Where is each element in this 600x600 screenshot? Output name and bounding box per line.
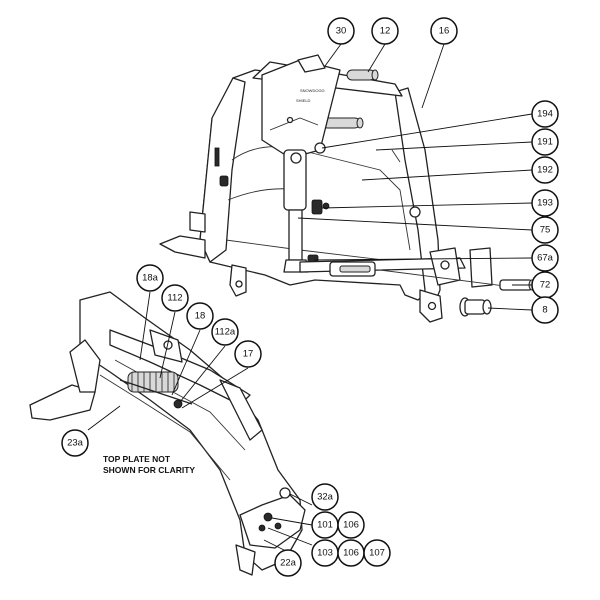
svg-text:30: 30 [336,26,347,37]
lift-cylinder [283,142,326,273]
callout-17: 17 [234,340,262,368]
callout-101: 101 [311,511,339,539]
svg-text:18a: 18a [142,273,159,284]
svg-text:75: 75 [540,225,551,236]
svg-text:32a: 32a [317,492,334,503]
logo-snowdogg: SNOWDOGG [300,88,325,93]
callout-75: 75 [531,216,559,244]
callout-194: 194 [531,100,559,128]
upper-pins [321,69,379,129]
callout-22a: 22a [274,549,302,577]
logo-shield: SHIELD [296,98,311,103]
svg-text:16: 16 [439,26,450,37]
callouts: 30 12 16 194 191 192 193 75 67a 72 8 18a… [61,17,559,577]
svg-text:101: 101 [317,520,333,531]
note-line-2: SHOWN FOR CLARITY [103,465,195,475]
callout-30: 30 [327,17,355,45]
callout-72: 72 [531,271,559,299]
clarity-note: TOP PLATE NOT SHOWN FOR CLARITY [103,454,195,475]
callout-192: 192 [531,156,559,184]
callout-23a: 23a [61,429,89,457]
note-line-1: TOP PLATE NOT [103,454,171,464]
plow-frame-assembly [29,291,306,576]
callout-193: 193 [531,189,559,217]
callout-16: 16 [430,17,458,45]
callout-112: 112 [161,284,189,312]
svg-text:193: 193 [537,198,553,209]
callout-112a: 112a [211,318,239,346]
pivot-bushing [409,206,421,218]
callout-106-lower: 106 [337,539,365,567]
callout-191: 191 [531,128,559,156]
svg-text:106: 106 [343,520,359,531]
callout-8: 8 [531,296,559,324]
callout-67a: 67a [531,244,559,272]
svg-text:194: 194 [537,109,553,120]
svg-text:107: 107 [369,548,385,559]
callout-18: 18 [186,302,214,330]
svg-text:22a: 22a [280,558,297,569]
callout-103: 103 [311,539,339,567]
svg-text:72: 72 [540,280,551,291]
callout-32a: 32a [311,483,339,511]
svg-text:8: 8 [542,305,547,316]
svg-text:103: 103 [317,548,333,559]
svg-text:192: 192 [537,165,553,176]
svg-text:18: 18 [195,311,206,322]
svg-text:112a: 112a [215,327,236,338]
callout-106-upper: 106 [337,511,365,539]
callout-107: 107 [363,539,391,567]
bushing [459,297,492,317]
svg-text:67a: 67a [537,253,554,264]
svg-text:191: 191 [537,137,553,148]
svg-text:106: 106 [343,548,359,559]
callout-12: 12 [371,17,399,45]
trip-spring [127,371,179,393]
svg-text:12: 12 [380,26,391,37]
svg-text:112: 112 [167,293,182,304]
callout-18a: 18a [136,264,164,292]
svg-text:23a: 23a [67,438,84,449]
svg-text:17: 17 [243,349,254,360]
leader-lines [87,43,533,553]
angle-cylinder [299,247,536,291]
